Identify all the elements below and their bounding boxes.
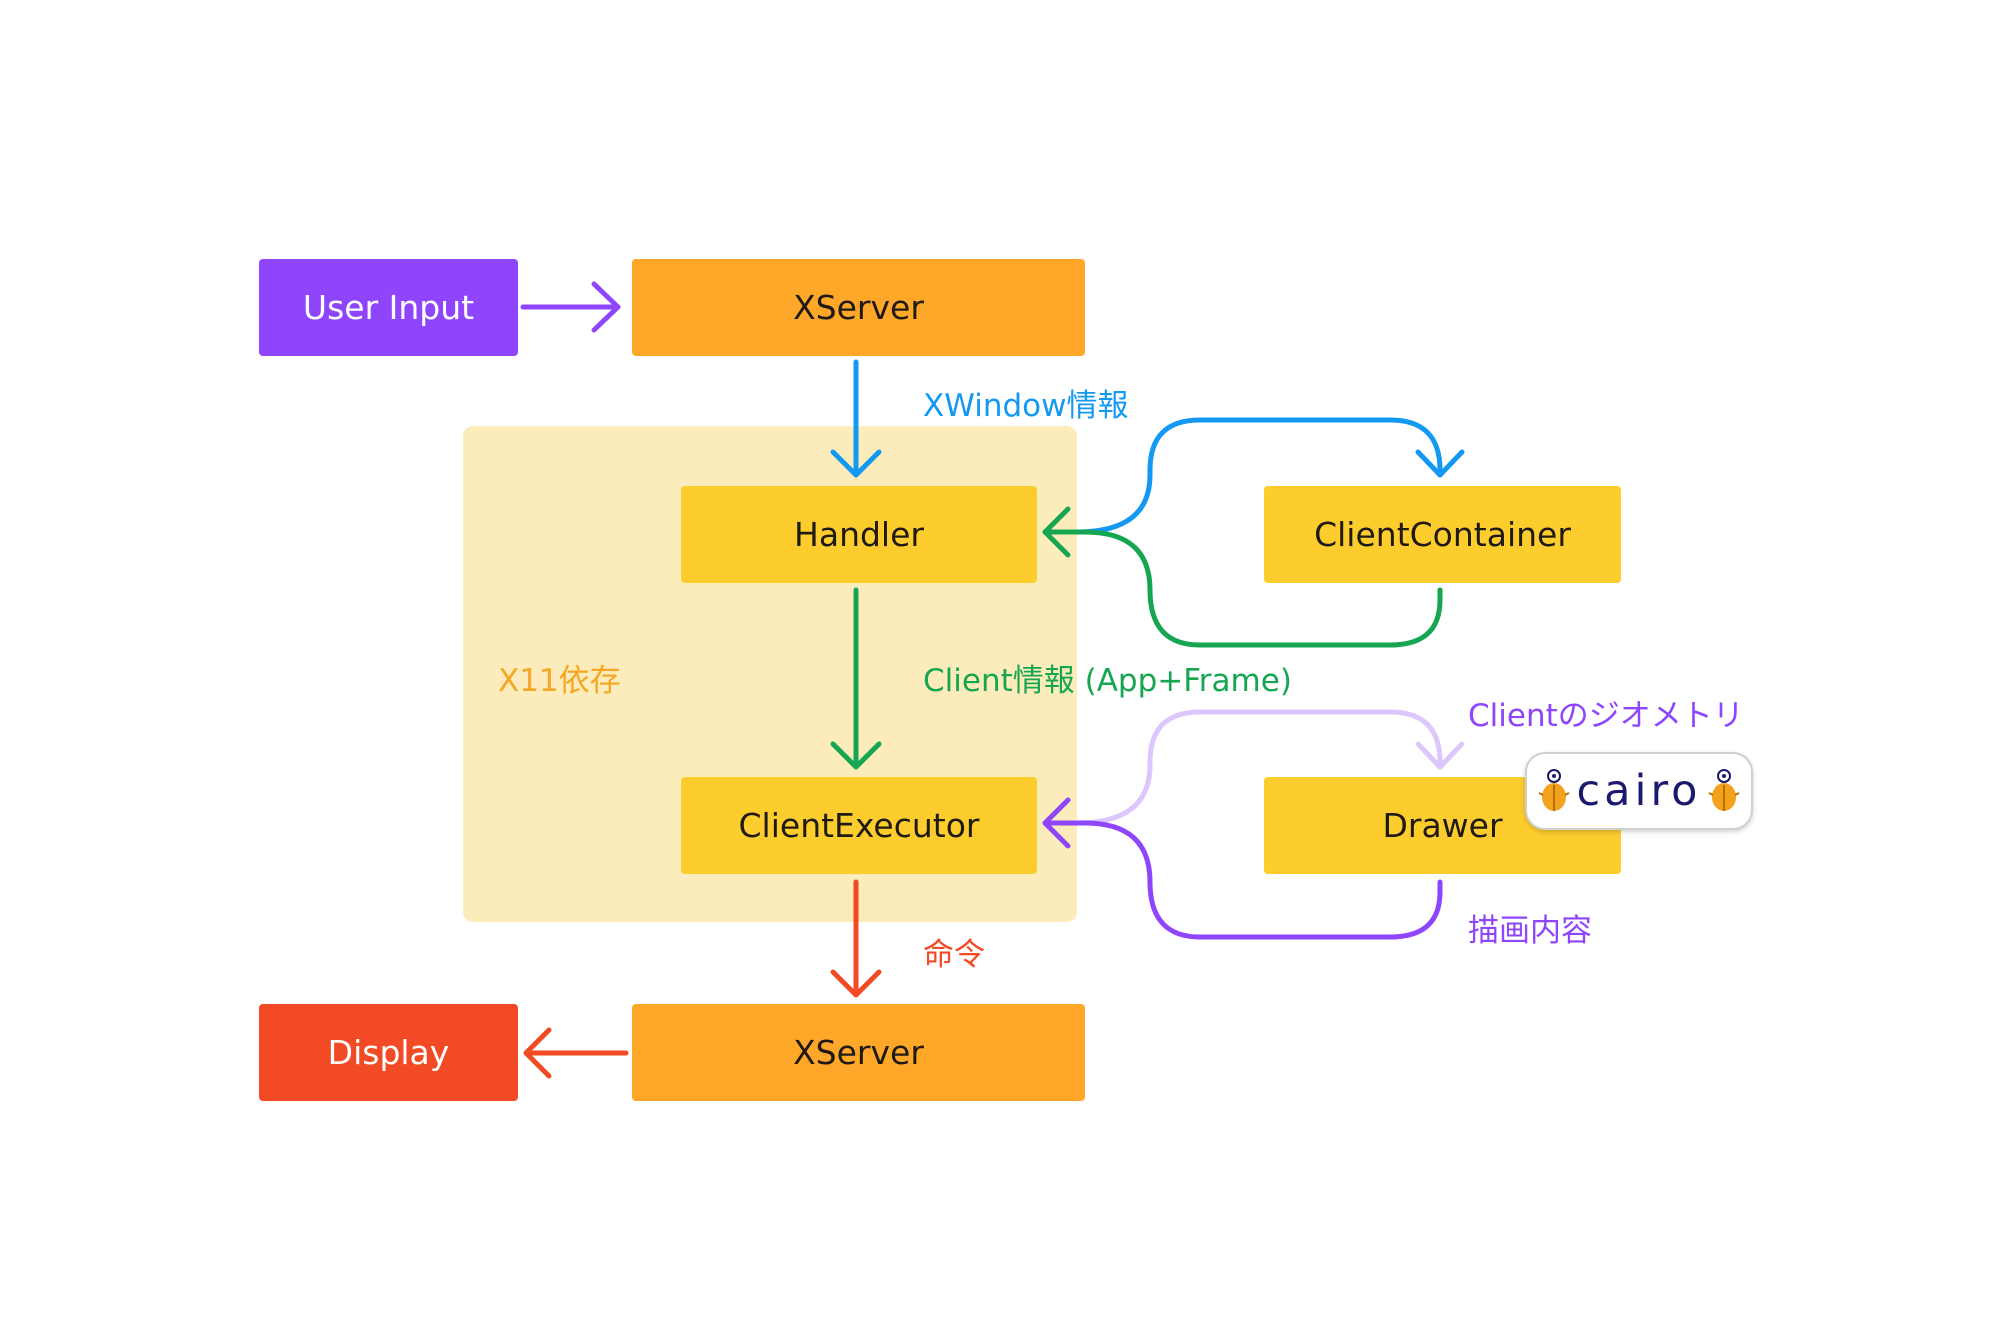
arrow-handler-to-clientexecutor <box>830 587 882 770</box>
client-executor-node: ClientExecutor <box>681 777 1037 874</box>
arrow-xserver-to-display <box>523 1027 629 1079</box>
scarab-beetle-icon <box>1709 769 1740 811</box>
arrow-clientcontainer-to-handler <box>1042 529 1443 648</box>
arrow-user-input-to-xserver <box>520 281 621 333</box>
client-container-node: ClientContainer <box>1264 486 1621 583</box>
scarab-beetle-icon <box>1538 769 1569 811</box>
client-info-label: Client情報 (App+Frame) <box>923 663 1292 699</box>
xserver-top-node: XServer <box>632 259 1085 356</box>
handler-node: Handler <box>681 486 1037 583</box>
xwindow-info-label: XWindow情報 <box>923 388 1129 424</box>
arrowhead-clientcontainer <box>1415 449 1465 478</box>
command-label: 命令 <box>923 937 985 973</box>
arrowhead-drawer <box>1415 741 1465 770</box>
xserver-bottom-node: XServer <box>632 1004 1085 1101</box>
client-geometry-label: Clientのジオメトリ <box>1468 698 1744 734</box>
user-input-node: User Input <box>259 259 518 356</box>
arrow-xserver-to-handler <box>830 359 882 478</box>
arrow-clientexecutor-to-drawer <box>1074 709 1443 826</box>
cairo-logo-badge: cairo <box>1525 752 1753 830</box>
zone-label: X11依存 <box>498 663 621 699</box>
cairo-logo-text: cairo <box>1576 766 1702 816</box>
draw-content-label: 描画内容 <box>1468 913 1592 949</box>
arrow-drawer-to-clientexecutor <box>1042 820 1443 940</box>
display-node: Display <box>259 1004 518 1101</box>
arrowhead-clientexecutor <box>1042 797 1071 849</box>
arrow-clientexecutor-to-xserver <box>830 879 882 998</box>
arrowhead-handler <box>1042 506 1071 558</box>
arrow-handler-to-clientcontainer <box>1074 417 1443 535</box>
